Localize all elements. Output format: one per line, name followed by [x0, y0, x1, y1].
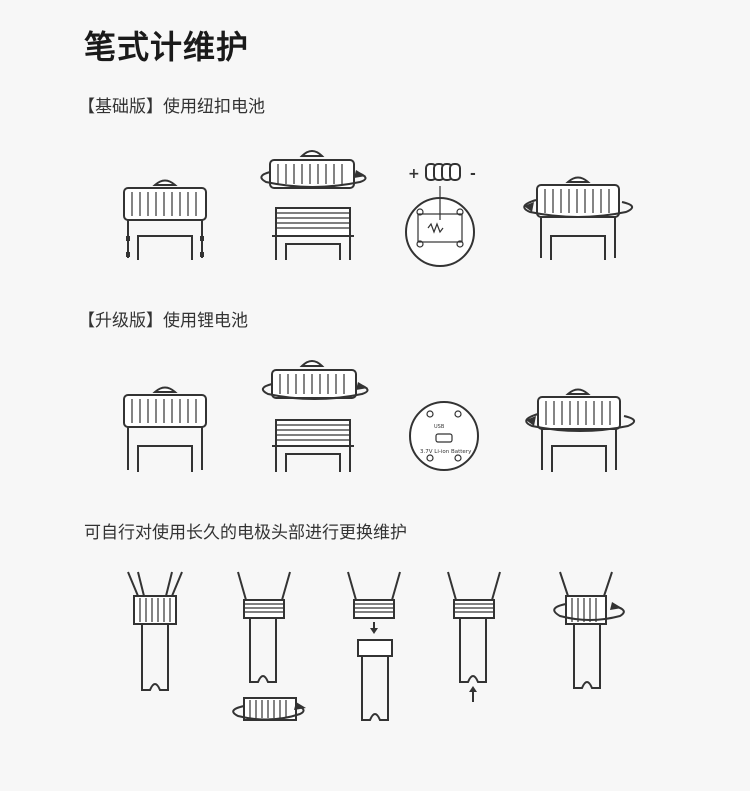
polarity-minus: -	[470, 166, 476, 182]
cap-reattach-figure	[524, 178, 632, 261]
electrode-figure-3	[348, 572, 400, 720]
electrode-figure-5	[554, 572, 624, 688]
lithium-battery-figure: USB 3.7V Li-ion Battery	[410, 402, 478, 470]
section-electrode-label: 可自行对使用长久的电极头部进行更换维护	[84, 518, 407, 543]
coin-battery-figure: + -	[406, 164, 476, 266]
electrode-figure-2	[233, 572, 306, 720]
battery-type-label: 3.7V Li-ion Battery	[420, 449, 472, 455]
upgrade-version-illustration: USB 3.7V Li-ion Battery	[0, 350, 750, 500]
cap-removal-figure-2	[263, 361, 368, 472]
battery-usb-label: USB	[434, 424, 445, 430]
section-upgrade-label: 【升级版】使用锂电池	[78, 306, 248, 331]
polarity-plus: +	[408, 166, 420, 182]
electrode-figure-4	[448, 572, 500, 702]
page-title: 笔式计维护	[84, 22, 249, 68]
cap-removal-figure	[261, 151, 366, 260]
pen-with-cap-figure	[124, 181, 206, 261]
pen-with-cap-figure-2	[124, 388, 206, 473]
electrode-figure-1	[128, 572, 182, 690]
basic-version-illustration: + -	[0, 140, 750, 290]
cap-reattach-figure-2	[526, 390, 634, 473]
electrode-replacement-illustration	[0, 560, 750, 740]
section-basic-label: 【基础版】使用纽扣电池	[78, 92, 265, 117]
